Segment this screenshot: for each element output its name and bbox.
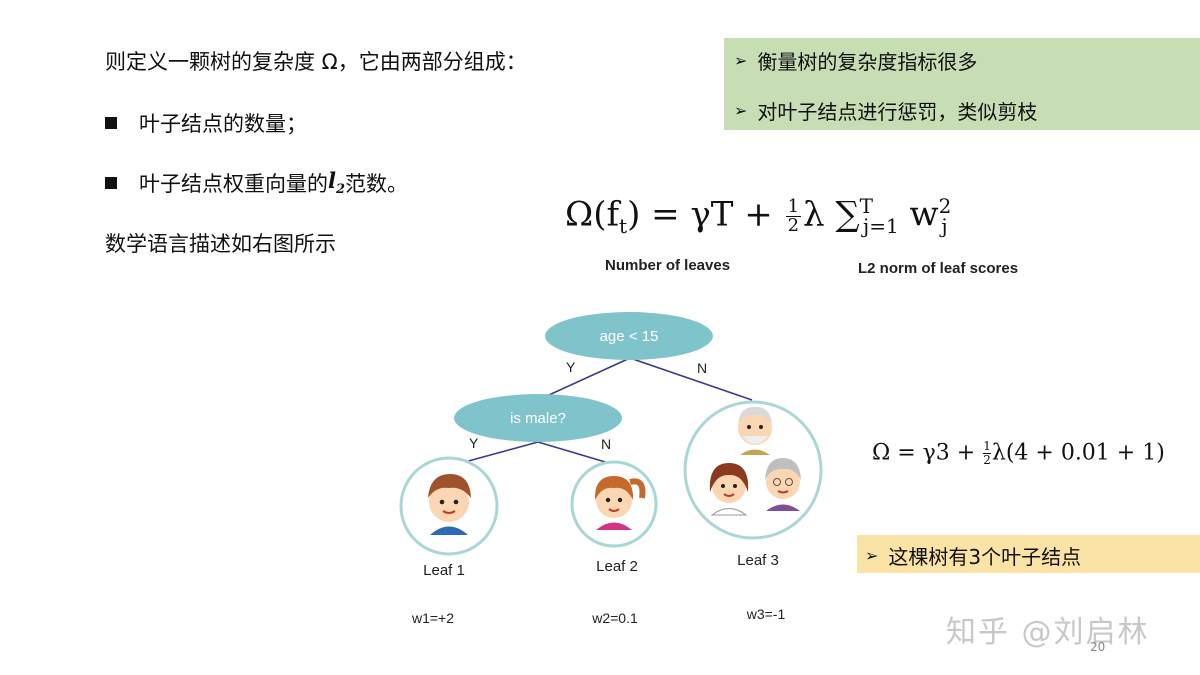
yellow-note: ➢ 这棵树有3个叶子结点 (865, 545, 1082, 569)
yellow-note-box: ➢ 这棵树有3个叶子结点 (857, 535, 1200, 573)
girl-icon (594, 476, 646, 530)
bullet-leaf-count: 叶子结点的数量； (105, 108, 307, 138)
leaf-label-3: Leaf 3 (737, 552, 779, 569)
bullet-text: 叶子结点权重向量的 (139, 172, 328, 196)
arrow-bullet-icon: ➢ (734, 51, 748, 70)
bullet-text-suffix: 范数。 (345, 172, 409, 196)
edge-label-y: Y (469, 435, 479, 451)
weight-label-3: w3=-1 (746, 606, 786, 622)
node2-label: is male? (510, 410, 566, 427)
page-number: 20 (1090, 640, 1106, 654)
green-note-2: ➢ 对叶子结点进行惩罚，类似剪枝 (734, 100, 1038, 124)
leaf-label-1: Leaf 1 (423, 562, 465, 579)
square-bullet-icon (105, 177, 117, 189)
weight-label-2: w2=0.1 (591, 610, 638, 626)
square-bullet-icon (105, 117, 117, 129)
boy-icon (428, 474, 471, 535)
arrow-bullet-icon: ➢ (734, 101, 748, 120)
grandmother-icon (765, 458, 801, 511)
intro-text: 则定义一颗树的复杂度 Ω，它由两部分组成： (105, 50, 527, 74)
edge-label-n: N (697, 360, 707, 376)
woman-icon (709, 463, 749, 516)
description-text: 数学语言描述如右图所示 (105, 232, 336, 256)
caption-number-of-leaves: Number of leaves (605, 257, 731, 274)
green-note-box: ➢ 衡量树的复杂度指标很多 ➢ 对叶子结点进行惩罚，类似剪枝 (724, 38, 1200, 130)
tree-edge-root-right (629, 357, 753, 401)
l2-symbol: l2 (328, 168, 346, 198)
leaf-label-2: Leaf 2 (596, 558, 638, 575)
weight-label-1: w1=+2 (411, 610, 454, 626)
green-note-1: ➢ 衡量树的复杂度指标很多 (734, 50, 978, 74)
arrow-bullet-icon: ➢ (865, 546, 879, 565)
caption-l2-norm: L2 norm of leaf scores (858, 260, 1019, 277)
zhihu-watermark: 知乎 @刘启林 (946, 615, 1150, 650)
leaf-circle-3 (683, 400, 823, 540)
root-node-label: age < 15 (600, 328, 659, 345)
tree-edge-node2-right (537, 441, 613, 465)
bullet-l2-norm: 叶子结点权重向量的 l2 范数。 (105, 168, 408, 198)
tree-edge-root-left (537, 357, 631, 401)
tree-node-root (545, 312, 713, 360)
grandfather-icon (738, 406, 772, 455)
edge-label-y: Y (566, 359, 576, 375)
bullet-text: 叶子结点的数量； (139, 112, 307, 136)
edge-label-n: N (601, 436, 611, 452)
tree-node-is-male (454, 394, 622, 442)
